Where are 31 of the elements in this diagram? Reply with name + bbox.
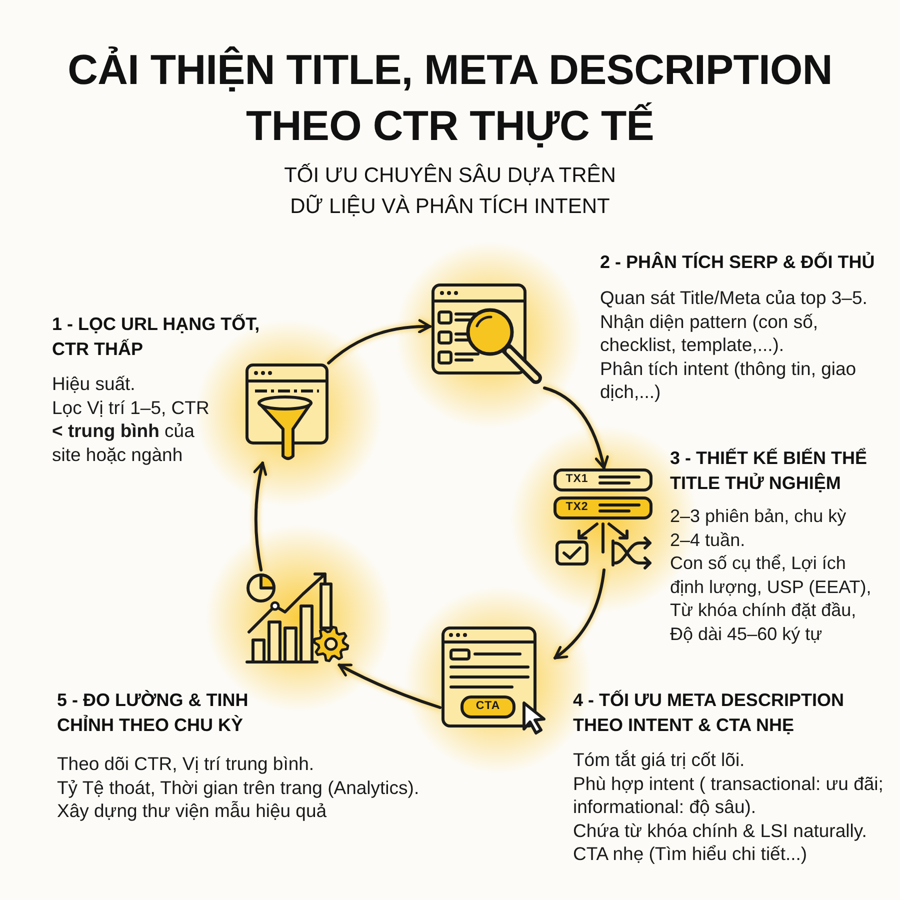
step-heading: 5 - ĐO LƯỜNG & TINH CHỈNH THEO CHU KỲ [57,689,250,737]
variant-label: TX2 [564,500,590,516]
step-heading: 4 - TỐI ƯU META DESCRIPTION THEO INTENT & CTA NHẸ [573,688,845,737]
step-description: Phân tích intent (thông tin, giao dịch,...) [600,356,858,404]
chart-gear-icon [245,570,352,665]
cta-label: CTA [474,699,502,714]
variant-test-illustration [553,468,655,570]
curved-arrow [327,319,432,364]
step-description: Hiệu suất. [52,372,136,396]
step-description: Con số cụ thể, Lợi ích định lượng, USP (EEAT), Từ khóa chính đặt đầu, Độ dài 45–60 ký tự [670,552,872,646]
step-heading: 1 - LỌC URL HẠNG TỐT, CTR THẤP [52,312,261,361]
step-heading: 2 - PHÂN TÍCH SERP & ĐỐI THỦ [600,250,876,274]
step-description: Tóm tắt giá trị cốt lõi. [573,748,746,772]
curved-arrow [543,386,609,470]
step-description: Theo dõi CTR, Vị trí trung bình. [57,752,316,776]
step-description: Lọc Vị trí 1–5, CTR < trung bình của site hoặc ngành [52,396,210,466]
title: CẢI THIỆN TITLE, META DESCRIPTION THEO CTR THỰC TẾ [66,45,834,151]
curved-arrow [338,664,442,709]
curved-arrow [554,568,606,660]
step-description: CTA nhẹ (Tìm hiểu chi tiết...) [573,842,808,866]
step-description: Quan sát Title/Meta của top 3–5. [600,286,868,310]
step-description: Nhận diện pattern (con số, checklist, template,...). [600,310,820,356]
step-description: Chứa từ khóa chính & LSI naturally. [573,818,868,842]
variant-label: TX1 [564,472,590,488]
step-description: Xây dựng thư viện mẫu hiệu quả [57,799,328,822]
step-description: Phù hợp intent ( transactional: ưu đãi; informational: độ sâu). [573,772,884,818]
subtitle: TỐI ƯU CHUYÊN SÂU DỰA TRÊN DỮ LIỆU VÀ PHÂN TÍCH INTENT [283,162,617,220]
step-description: Tỷ Tệ thoát, Thời gian trên trang (Analytics). [57,776,420,799]
step-heading: 3 - THIẾT KẾ BIẾN THỂ TITLE THỬ NGHIỆM [670,446,868,495]
curved-arrow [253,462,268,572]
step-description: 2–3 phiên bản, chu kỳ 2–4 tuần. [670,505,848,552]
